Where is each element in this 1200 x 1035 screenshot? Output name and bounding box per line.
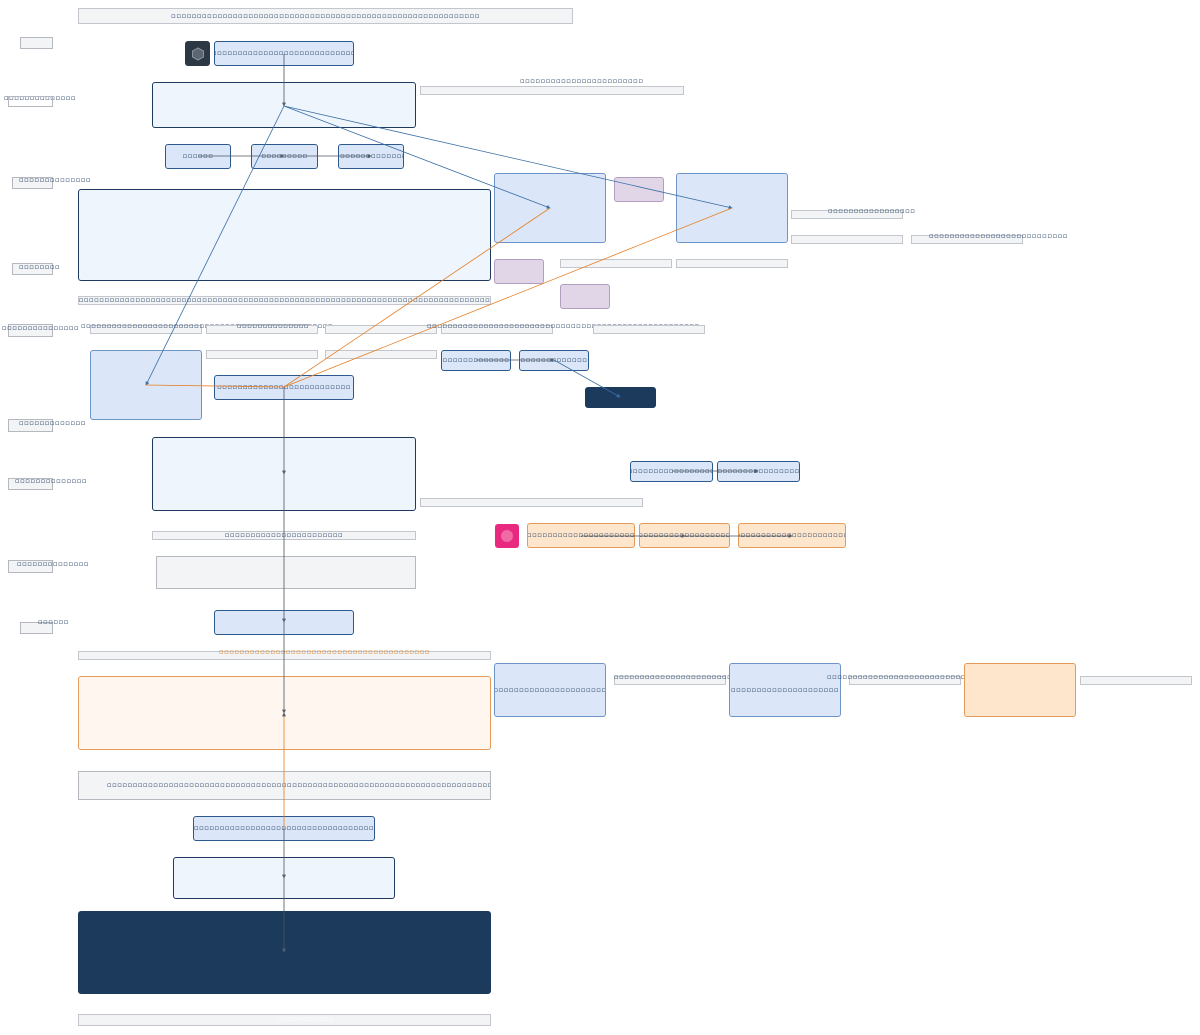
far-right-bar xyxy=(1080,676,1192,685)
edge-fan-1 xyxy=(283,105,551,209)
bottom-caption: ▫▫▫▫▫▫▫▫▫▫▫ xyxy=(277,1016,334,1023)
circle-badge-icon xyxy=(495,524,519,548)
lane-box-2 xyxy=(12,177,53,189)
lane-box-3 xyxy=(12,263,53,275)
wide-caption: ▫▫▫▫▫▫▫▫▫▫▫▫▫▫▫▫▫▫▫▫▫▫▫▫▫▫▫▫▫▫▫▫▫▫▫▫▫▫▫▫… xyxy=(78,296,491,305)
orange-node-1[interactable]: ▫▫▫▫▫▫▫▫▫▫▫▫▫▫▫▫▫▫▫▫▫▫▫▫▫▫▫▫▫▫▫ xyxy=(527,523,635,548)
lane-label-0 xyxy=(20,37,53,49)
edge-pill-dark xyxy=(553,359,621,398)
row-text-2: ▫▫▫▫▫▫▫▫▫▫▫▫▫▫ xyxy=(237,323,310,330)
top-note-bar xyxy=(420,86,684,95)
edge-orange-1 xyxy=(283,207,551,388)
chip-a[interactable]: ▫▫▫▫▫▫ xyxy=(165,144,231,169)
bottom-caption-bar xyxy=(78,1014,491,1026)
orange-caption: ▫▫▫▫▫▫▫▫▫▫▫▫▫▫▫▫▫▫▫▫▫▫▫▫▫▫▫▫▫▫▫▫▫▫▫▫▫▫▫▫… xyxy=(219,649,430,656)
edge-fan-3 xyxy=(145,105,285,386)
lane-box-6 xyxy=(8,478,53,490)
right-note-bar-3 xyxy=(911,235,1023,244)
right-note-bar-1 xyxy=(791,210,903,219)
edge-orange-3 xyxy=(145,384,285,388)
lane-box-5 xyxy=(8,419,53,432)
blue-right-1[interactable]: ▫▫▫▫▫▫▫▫▫▫▫▫▫▫▫▫▫▫▫▫▫▫ xyxy=(494,663,606,717)
lane-box-7 xyxy=(8,560,53,573)
row-bar-1 xyxy=(90,325,202,334)
long-note: ▫▫▫▫▫▫▫▫▫▫▫▫▫▫▫▫▫▫▫▫▫▫▫▫▫▫▫▫▫▫▫▫▫▫▫▫▫▫▫▫… xyxy=(78,771,491,800)
main-container[interactable] xyxy=(78,189,491,281)
between-bar-1 xyxy=(614,676,726,685)
lane-label-6: ▫▫▫▫▫▫▫▫▫▫▫▫▫▫ xyxy=(15,478,88,485)
lane-label-4: ▫▫▫▫▫▫▫▫▫▫▫▫▫▫▫ xyxy=(2,325,80,332)
row-bar-6 xyxy=(206,350,318,359)
purple-block-1[interactable] xyxy=(614,177,664,202)
row-bar-4 xyxy=(441,325,553,334)
right-note-bar-2 xyxy=(791,235,903,244)
between-note-1: ▫▫▫▫▫▫▫▫▫▫▫▫▫▫▫▫▫▫▫▫▫▫▫▫▫▫▫▫▫▫▫▫▫▫▫▫▫▫▫▫… xyxy=(614,674,730,681)
right-note-2: ▫▫▫▫▫▫▫▫▫▫▫▫▫▫▫▫▫▫▫▫▫▫▫▫▫▫▫ xyxy=(929,233,1068,240)
row-text-3: ▫▫▫▫▫▫▫▫▫▫▫▫▫▫▫▫▫▫▫▫▫▫▫▫▫▫▫▫▫▫▫▫▫▫▫▫▫▫▫▫… xyxy=(427,323,700,330)
row-bar-3 xyxy=(325,325,437,334)
orange-right-block[interactable] xyxy=(964,663,1076,717)
top-note: ▫▫▫▫▫▫▫▫▫▫▫▫▫▫▫▫▫▫▫▫▫▫▫▫ xyxy=(520,78,644,85)
purple-block-3[interactable] xyxy=(560,284,610,309)
pill-3[interactable]: ▫▫▫▫▫▫▫▫▫▫▫▫▫▫▫▫▫ xyxy=(630,461,713,482)
note-bar-a xyxy=(560,259,672,268)
gray-block xyxy=(156,556,416,589)
lane-label-3: ▫▫▫▫▫▫▫▫ xyxy=(19,264,61,271)
dark-node[interactable] xyxy=(585,387,656,408)
lane-label-1: ▫▫▫▫▫▫▫▫▫▫▫▫▫▫ xyxy=(4,95,77,102)
lane-box-1 xyxy=(8,96,53,107)
between-note-2: ▫▫▫▫▫▫▫▫▫▫▫▫▫▫▫▫▫▫▫▫▫▫▫▫▫▫▫▫▫▫▫▫▫▫▫▫▫▫▫▫… xyxy=(827,674,965,681)
lane-box-4 xyxy=(8,324,53,337)
edge-fan-2 xyxy=(283,105,733,210)
blue-right-2[interactable]: ▫▫▫▫▫▫▫▫▫▫▫▫▫▫▫▫▫▫▫▫▫ xyxy=(729,663,841,717)
row-bar-7 xyxy=(325,350,437,359)
note-bar-b xyxy=(676,259,788,268)
lane-label-5: ▫▫▫▫▫▫▫▫▫▫▫▫▫ xyxy=(19,420,86,427)
mid-note-bar xyxy=(420,498,643,507)
row-bar-5 xyxy=(593,325,705,334)
lane-label-7: ▫▫▫▫▫▫▫▫▫▫▫▫▫▫ xyxy=(17,561,90,568)
purple-block-2[interactable] xyxy=(494,259,544,284)
orange-caption-bar xyxy=(78,651,491,660)
lane-label-2: ▫▫▫▫▫▫▫▫▫▫▫▫▫▫ xyxy=(19,177,92,184)
edge-orange-2 xyxy=(283,207,733,388)
hexagon-icon xyxy=(185,41,210,66)
lane-label-8: ▫▫▫▫▫▫ xyxy=(38,619,69,626)
right-note-1: ▫▫▫▫▫▫▫▫▫▫▫▫▫▫▫▫▫ xyxy=(828,208,916,215)
lane-box-8 xyxy=(20,622,53,634)
diagram-header: ▫▫▫▫▫▫▫▫▫▫▫▫▫▫▫▫▫▫▫▫▫▫▫▫▫▫▫▫▫▫▫▫▫▫▫▫▫▫▫▫… xyxy=(78,8,573,24)
between-bar-2 xyxy=(849,676,961,685)
row-bar-2 xyxy=(206,325,318,334)
